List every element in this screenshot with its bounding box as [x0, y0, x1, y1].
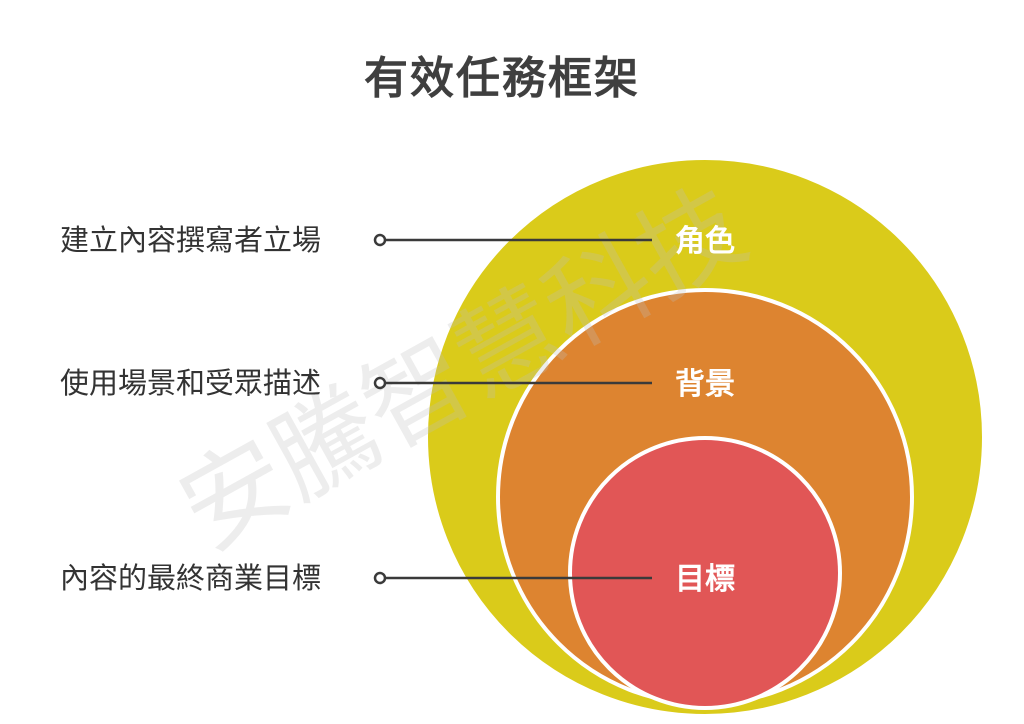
context-label: 背景: [675, 367, 735, 402]
context-description: 使用場景和受眾描述: [60, 366, 321, 400]
context-connector-dot: [373, 376, 387, 390]
role-label: 角色: [675, 224, 735, 259]
role-connector-dot: [373, 233, 387, 247]
goal-label: 目標: [675, 562, 735, 597]
diagram-title: 有效任務框架: [364, 53, 640, 104]
goal-circle: [568, 436, 842, 710]
goal-description: 內容的最終商業目標: [60, 561, 321, 595]
goal-connector-dot: [373, 571, 387, 585]
role-description: 建立內容撰寫者立場: [60, 223, 321, 257]
